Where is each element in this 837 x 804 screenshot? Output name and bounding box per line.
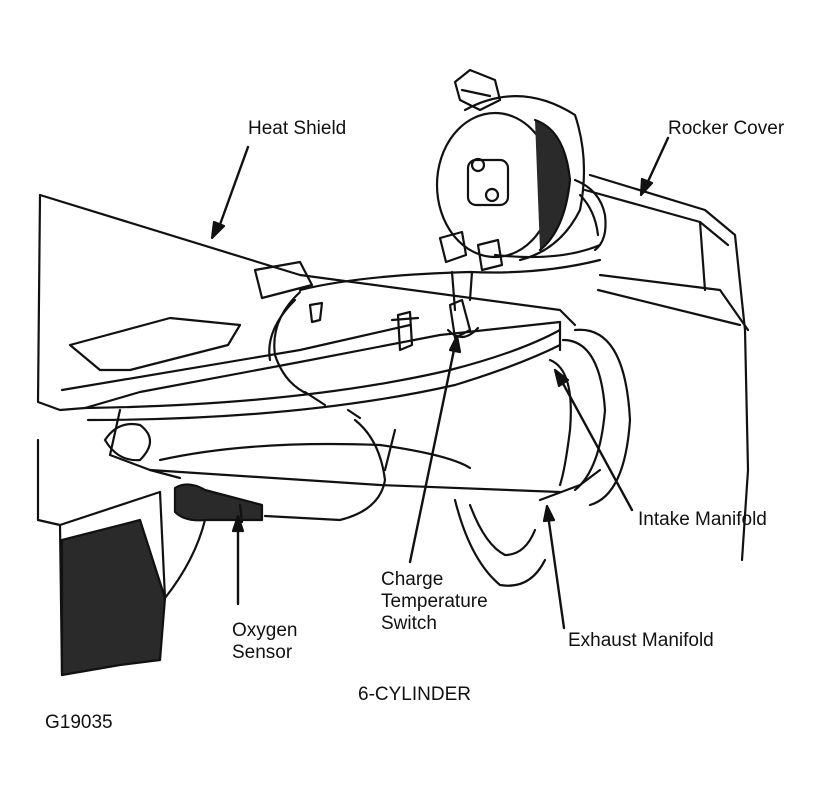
intake-manifold-label: Intake Manifold [638, 509, 767, 530]
rocker-cover-shape [583, 173, 750, 562]
oxygen-sensor-line-1: Oxygen [232, 620, 298, 641]
charge-temperature-switch-line-2: Temperature [381, 591, 488, 612]
charge-temperature-switch-line-1: Charge [381, 569, 444, 590]
leader-arrows [210, 136, 670, 630]
charge-temperature-switch-line-3: Switch [381, 613, 437, 634]
heat-shield-shape [36, 193, 577, 412]
intake-manifold-shape [83, 320, 632, 507]
oxygen-sensor-line-2: Sensor [232, 642, 293, 663]
heat-shield-label: Heat Shield [248, 118, 347, 139]
sensor-parts [173, 270, 480, 524]
exhaust-manifold-shape [148, 468, 602, 587]
oxygen-sensor-label: Oxygen Sensor [232, 620, 297, 664]
diagram-caption: 6-CYLINDER [358, 684, 471, 705]
figure-id: G19035 [45, 712, 113, 733]
engine-block-shape [36, 438, 207, 677]
exhaust-manifold-label: Exhaust Manifold [568, 630, 714, 651]
rocker-cover-label: Rocker Cover [668, 118, 785, 139]
charge-temperature-switch-label: Charge Temperature Switch [381, 569, 488, 635]
wiring-harness [158, 258, 602, 522]
distributor-shape [435, 68, 607, 272]
